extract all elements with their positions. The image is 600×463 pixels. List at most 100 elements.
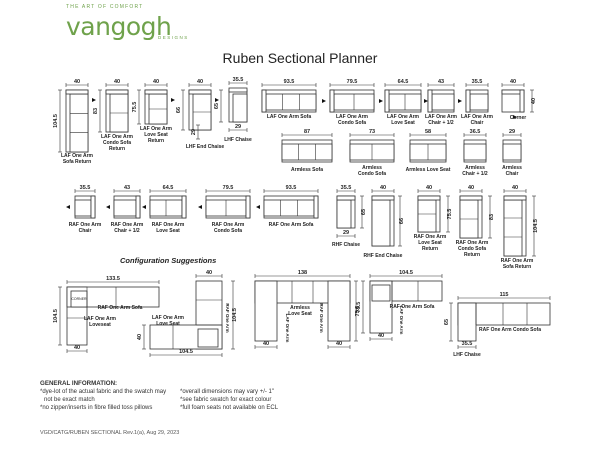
dimension-label: 40 [153, 79, 159, 85]
piece-label: RAF One Arm Condo Sofa [479, 327, 541, 333]
piece-label: RAF One Arm Sofa [98, 305, 143, 311]
config-heading: Configuration Suggestions [120, 256, 217, 265]
arm-arrow-icon [92, 98, 96, 102]
dimension-label: 40 [137, 334, 143, 340]
armrest [188, 89, 212, 95]
piece-label: RAF One Arm Sofa [390, 304, 435, 310]
general-info-left: GENERAL INFORMATION: *dye-lot of the act… [40, 380, 166, 412]
dimension-label: 66 [176, 107, 182, 113]
piece-label: Condo Sofa [458, 246, 486, 252]
piece-label: Armless [465, 165, 485, 171]
piece-label: LAF One Arm [285, 314, 290, 343]
dimension-label: 40 [378, 333, 384, 339]
seat-area [503, 199, 523, 257]
piece-label: RAF One Arm [319, 303, 324, 332]
config-section [327, 280, 351, 342]
brand-logo: vangogh [66, 12, 172, 41]
piece-label: LHF Chaise [453, 352, 481, 358]
piece-label: Chair + 1/2 [462, 171, 488, 177]
armrest [503, 195, 527, 201]
piece-label: RAF One Arm [111, 222, 144, 228]
piece-label: Chair [79, 228, 92, 234]
dimension-label: 138 [298, 270, 307, 276]
corner-body [371, 284, 391, 302]
armrest [427, 89, 433, 113]
dimension-label: 75.5 [132, 102, 138, 113]
arm-arrow-icon [142, 205, 146, 209]
piece-label: Chair + 1/2 [428, 120, 454, 126]
page-title: Ruben Sectional Planner [222, 50, 378, 66]
brand-tagline: THE ART OF COMFORT [66, 4, 144, 10]
chaise-body [457, 302, 477, 342]
piece-label: LAF One Arm [461, 114, 494, 120]
seat-area [336, 199, 352, 229]
armrest [65, 89, 89, 95]
dimension-label: 40 [197, 79, 203, 85]
piece-label: LAF One Arm [399, 306, 404, 335]
dimension-label: 29 [191, 129, 197, 135]
arm-arrow-icon [458, 99, 462, 103]
info-line: *no zipper/inserts in fibre filled toss … [40, 405, 153, 411]
piece-label: Loveseat [89, 322, 111, 328]
piece-label: Return [422, 246, 438, 252]
dimension-label: 93.5 [284, 79, 295, 85]
dimension-label: 35.5 [472, 79, 483, 85]
piece-label: Armless [362, 165, 382, 171]
piece-label: LAF One Arm Sofa [267, 114, 311, 120]
info-line: not be exact match [44, 397, 95, 403]
armrest [135, 195, 141, 219]
arm-arrow-icon [66, 205, 70, 209]
config-section [66, 286, 160, 308]
dimension-label: 66 [399, 218, 405, 224]
armrest [245, 195, 251, 219]
corner-body [197, 328, 219, 348]
dimension-label: 40 [206, 270, 212, 276]
piece-label: Love Seat [391, 120, 415, 126]
piece-label: Armless Love Seat [406, 167, 451, 173]
dimension-label: 40 [531, 98, 537, 104]
dimension-label: 64.5 [163, 185, 174, 191]
dimension-label: 43 [124, 185, 130, 191]
info-line: *see fabric swatch for exact colour [180, 397, 272, 403]
piece-label: RAF One Arm [225, 303, 230, 332]
dimension-label: 29 [343, 230, 349, 236]
piece-label: RAF One Arm [456, 240, 489, 246]
corner-arrow-icon [513, 115, 517, 119]
piece-label: Armless [502, 165, 522, 171]
piece-label: Love Seat [288, 311, 312, 317]
piece-label: Condo Sofa [338, 120, 366, 126]
dimension-label: 65 [361, 209, 367, 215]
dimension-label: 65 [214, 103, 220, 109]
dimension-label: 58 [425, 129, 431, 135]
info-line: *dye-lot of the actual fabric and the sw… [40, 389, 167, 395]
dimension-label: 75.5 [355, 306, 361, 317]
seat-area [74, 199, 92, 217]
dimension-label: 75.5 [356, 302, 362, 313]
seat-area [469, 93, 489, 111]
seat-area [69, 93, 89, 153]
piece-label: RAF One Arm [69, 222, 102, 228]
dimension-label: 73 [369, 129, 375, 135]
arm-arrow-icon [256, 205, 260, 209]
armrest [313, 195, 319, 219]
piece-label: Return [109, 146, 125, 152]
piece-label: RHF End Chaise [364, 253, 403, 259]
seat-area [281, 143, 333, 161]
arm-arrow-icon [198, 205, 202, 209]
backrest [519, 89, 525, 113]
document-footer: VGD/CATG/RUBEN SECTIONAL Rev.1(a), Aug 2… [40, 430, 180, 436]
armrest [228, 87, 248, 93]
armrest [371, 195, 395, 201]
piece-label: RAF One Arm [414, 234, 447, 240]
armrest [105, 89, 129, 95]
piece-label: Chair [471, 120, 484, 126]
piece-label: Armless [290, 305, 310, 311]
armrest [384, 89, 390, 113]
piece-label: Love Seat [156, 228, 180, 234]
piece-label: Chair + 1/2 [114, 228, 140, 234]
piece-label: RHF Chaise [332, 242, 360, 248]
dimension-label: 79.5 [347, 79, 358, 85]
piece-label: LAF One Arm [84, 316, 117, 322]
dimension-label: 35.5 [233, 77, 244, 83]
